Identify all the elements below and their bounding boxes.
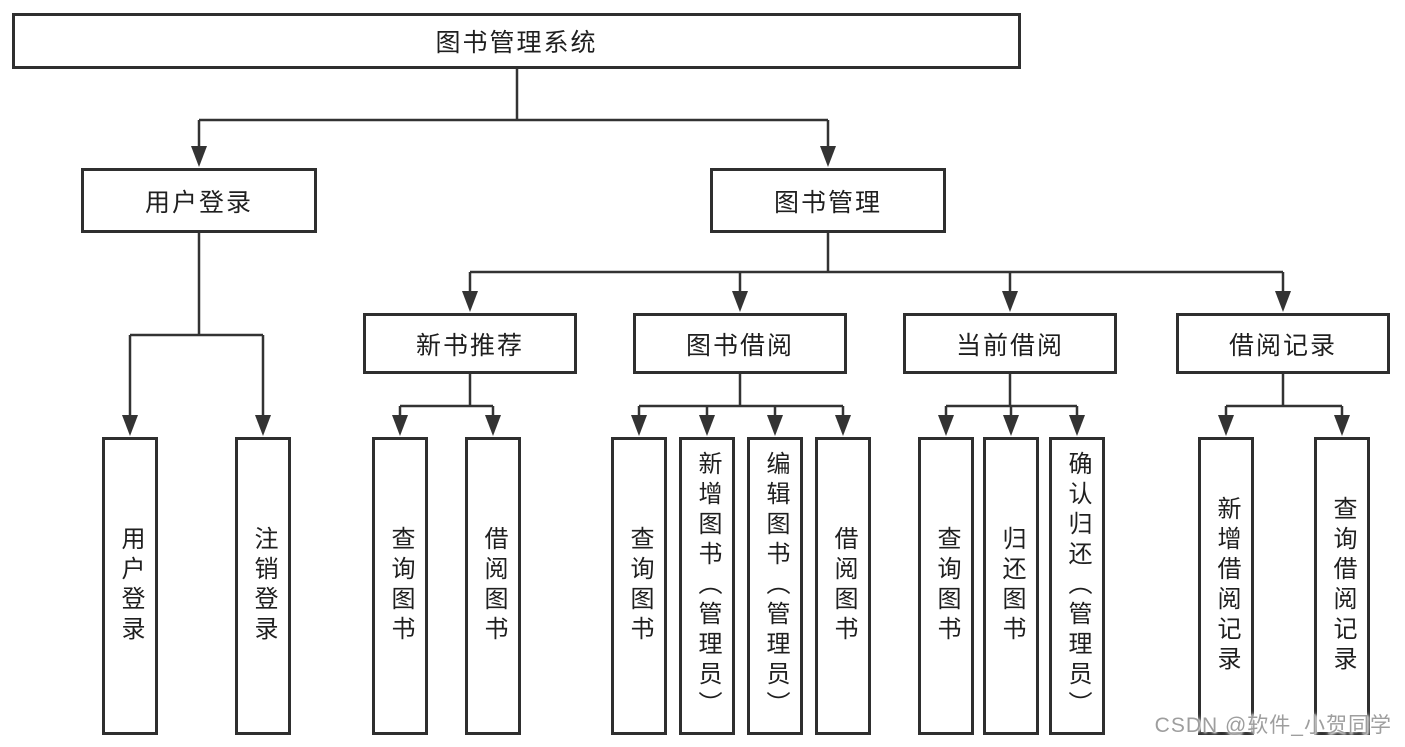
- csdn-watermark: CSDN @软件_小贺同学: [1154, 714, 1392, 737]
- node-label: 借阅图书: [830, 526, 857, 646]
- node-query-books-recommend: 查询图书: [372, 437, 428, 735]
- node-label: 图书管理: [773, 188, 882, 217]
- node-label: 借阅记录: [1228, 331, 1337, 360]
- node-label: 查询图书: [933, 526, 960, 646]
- node-label: 借阅图书: [480, 526, 507, 646]
- node-label: 注销登录: [250, 526, 277, 646]
- node-root-system: 图书管理系统: [12, 13, 1021, 69]
- node-query-books-current: 查询图书: [918, 437, 974, 735]
- node-current-borrowing: 当前借阅: [903, 313, 1117, 374]
- node-book-borrowing: 图书借阅: [633, 313, 847, 374]
- node-borrow-books-recommend: 借阅图书: [465, 437, 521, 735]
- node-confirm-return-admin: 确认归还（管理员）: [1049, 437, 1105, 735]
- node-label: 查询借阅记录: [1329, 496, 1356, 676]
- node-label: 用户登录: [117, 526, 144, 646]
- node-label: 编辑图书（管理员）: [762, 451, 789, 721]
- node-new-book-recommend: 新书推荐: [363, 313, 577, 374]
- node-logout: 注销登录: [235, 437, 291, 735]
- node-label: 查询图书: [626, 526, 653, 646]
- node-label: 图书管理系统: [435, 29, 598, 57]
- node-borrow-records: 借阅记录: [1176, 313, 1390, 374]
- node-user-login: 用户登录: [81, 168, 317, 233]
- node-book-management: 图书管理: [710, 168, 946, 233]
- node-label: 新增图书（管理员）: [694, 451, 721, 721]
- node-query-borrow-record: 查询借阅记录: [1314, 437, 1370, 735]
- node-label: 确认归还（管理员）: [1064, 451, 1091, 721]
- node-label: 查询图书: [387, 526, 414, 646]
- node-user-login-action: 用户登录: [102, 437, 158, 735]
- node-add-books-admin: 新增图书（管理员）: [679, 437, 735, 735]
- node-edit-books-admin: 编辑图书（管理员）: [747, 437, 803, 735]
- node-label: 当前借阅: [955, 331, 1064, 360]
- node-add-borrow-record: 新增借阅记录: [1198, 437, 1254, 735]
- node-label: 用户登录: [144, 188, 253, 217]
- node-query-books-borrowing: 查询图书: [611, 437, 667, 735]
- node-label: 归还图书: [998, 526, 1025, 646]
- node-label: 新书推荐: [415, 331, 524, 360]
- node-label: 新增借阅记录: [1213, 496, 1240, 676]
- node-borrow-books: 借阅图书: [815, 437, 871, 735]
- node-return-books: 归还图书: [983, 437, 1039, 735]
- node-label: 图书借阅: [685, 331, 794, 360]
